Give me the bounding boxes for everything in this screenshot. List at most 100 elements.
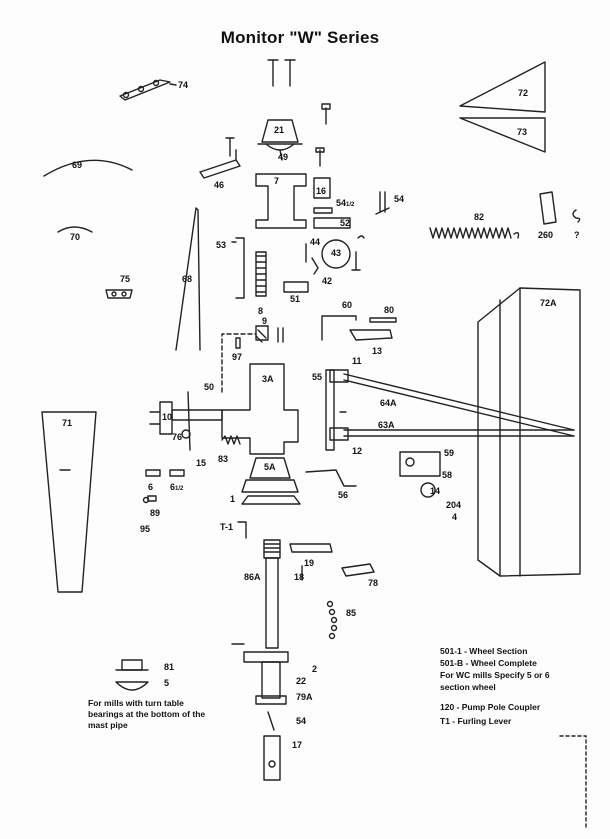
label-79A: 79A (296, 692, 313, 702)
label-4: 4 (452, 512, 458, 522)
part-54-bottom (267, 711, 275, 731)
part-52 (313, 217, 351, 229)
part-70-arc (57, 226, 93, 233)
part-16 (313, 177, 331, 199)
label-56: 56 (338, 490, 349, 500)
part-85-chain (326, 600, 338, 640)
part-68-blade (175, 207, 201, 351)
part-76 (181, 429, 191, 439)
label-18: 18 (294, 572, 305, 582)
label-76: 76 (172, 432, 183, 442)
part-59-bracket (399, 451, 441, 477)
part-small-bolts (225, 103, 331, 167)
label-54-half: 541/2 (336, 198, 354, 210)
part-71-blade (41, 411, 97, 593)
label-3A: 3A (262, 374, 274, 384)
label-2: 2 (312, 664, 318, 674)
label-22: 22 (296, 676, 307, 686)
label-59: 59 (444, 448, 455, 458)
part-21-cap (257, 119, 303, 161)
label-75: 75 (120, 274, 131, 284)
label-51: 51 (290, 294, 301, 304)
label-54-half-frac: 1/2 (346, 202, 355, 208)
part-8-gear-rack (255, 251, 267, 297)
label-72: 72 (518, 88, 529, 98)
label-6: 6 (148, 482, 154, 492)
label-49: 49 (278, 152, 289, 162)
label-50: 50 (204, 382, 215, 392)
part-T1-lever (237, 521, 247, 539)
part-9-block (255, 325, 284, 343)
label-53: 53 (216, 240, 227, 250)
label-78: 78 (368, 578, 379, 588)
label-71: 71 (62, 418, 73, 428)
turn-table-note: For mills with turn table bearings at th… (88, 698, 206, 730)
label-97: 97 (232, 352, 243, 362)
label-8: 8 (258, 306, 264, 316)
label-55: 55 (312, 372, 323, 382)
label-42: 42 (322, 276, 333, 286)
label-58: 58 (442, 470, 453, 480)
legend-line: T1 - Furling Lever (440, 716, 512, 726)
label-260: 260 (538, 230, 554, 240)
label-95: 95 (140, 524, 151, 534)
label-14: 14 (430, 486, 441, 496)
legend-line: For WC mills Specify 5 or 6 (440, 670, 550, 680)
label-52: 52 (340, 218, 351, 228)
label-44: 44 (310, 237, 321, 247)
part-42-pins (351, 235, 365, 271)
label-43: 43 (331, 248, 342, 258)
label-5: 5 (164, 678, 170, 688)
part-53-rack (231, 237, 245, 299)
label-60: 60 (342, 300, 353, 310)
label-6-half-num: 6 (170, 482, 176, 492)
part-unknown-clip (572, 209, 581, 223)
label-73: 73 (517, 127, 528, 137)
part-13 (349, 329, 393, 341)
part-56 (305, 469, 357, 487)
label-74: 74 (178, 80, 189, 90)
label-82: 82 (474, 212, 485, 222)
label-80: 80 (384, 305, 395, 315)
label-72A: 72A (540, 298, 557, 308)
part-44-pins (305, 243, 319, 275)
label-68: 68 (182, 274, 193, 284)
label-64A: 64A (380, 398, 397, 408)
label-5A: 5A (264, 462, 276, 472)
label-70: 70 (70, 232, 81, 242)
part-10-hub (149, 401, 223, 435)
label-unknown: ? (574, 230, 580, 240)
legend-line: 501-B - Wheel Complete (440, 658, 537, 668)
part-50 (187, 391, 191, 451)
label-21: 21 (274, 125, 285, 135)
part-81-bearing (115, 659, 149, 671)
label-6-half-frac: 1/2 (175, 486, 184, 492)
label-10: 10 (162, 412, 173, 422)
part-54-half-bar (313, 207, 333, 214)
label-63A: 63A (378, 420, 395, 430)
label-1: 1 (230, 494, 236, 504)
label-54-bottom: 54 (296, 716, 307, 726)
part-19 (289, 543, 333, 553)
part-1-base (241, 495, 301, 505)
part-69-wheel-arc (43, 159, 133, 177)
label-12: 12 (352, 446, 363, 456)
part-43-disc (321, 239, 351, 269)
corner-registration-mark (559, 735, 587, 831)
part-73-tail-vane (459, 117, 546, 153)
label-86A: 86A (244, 572, 261, 582)
label-16: 16 (316, 186, 327, 196)
label-6-half: 61/2 (170, 482, 183, 494)
part-75-bracket (105, 289, 133, 299)
part-6-half (169, 469, 185, 477)
part-top-bolts (267, 59, 296, 87)
label-17: 17 (292, 740, 303, 750)
diagram-title: Monitor "W" Series (220, 28, 380, 47)
label-69: 69 (72, 160, 83, 170)
part-72A-tail-panel (477, 287, 581, 577)
part-64A-63A-tail-boom (329, 369, 575, 441)
part-2-22-79A-clamp (231, 643, 289, 705)
legend-line: 120 - Pump Pole Coupler (440, 702, 541, 712)
label-89: 89 (150, 508, 161, 518)
part-46-bracket (199, 149, 241, 179)
